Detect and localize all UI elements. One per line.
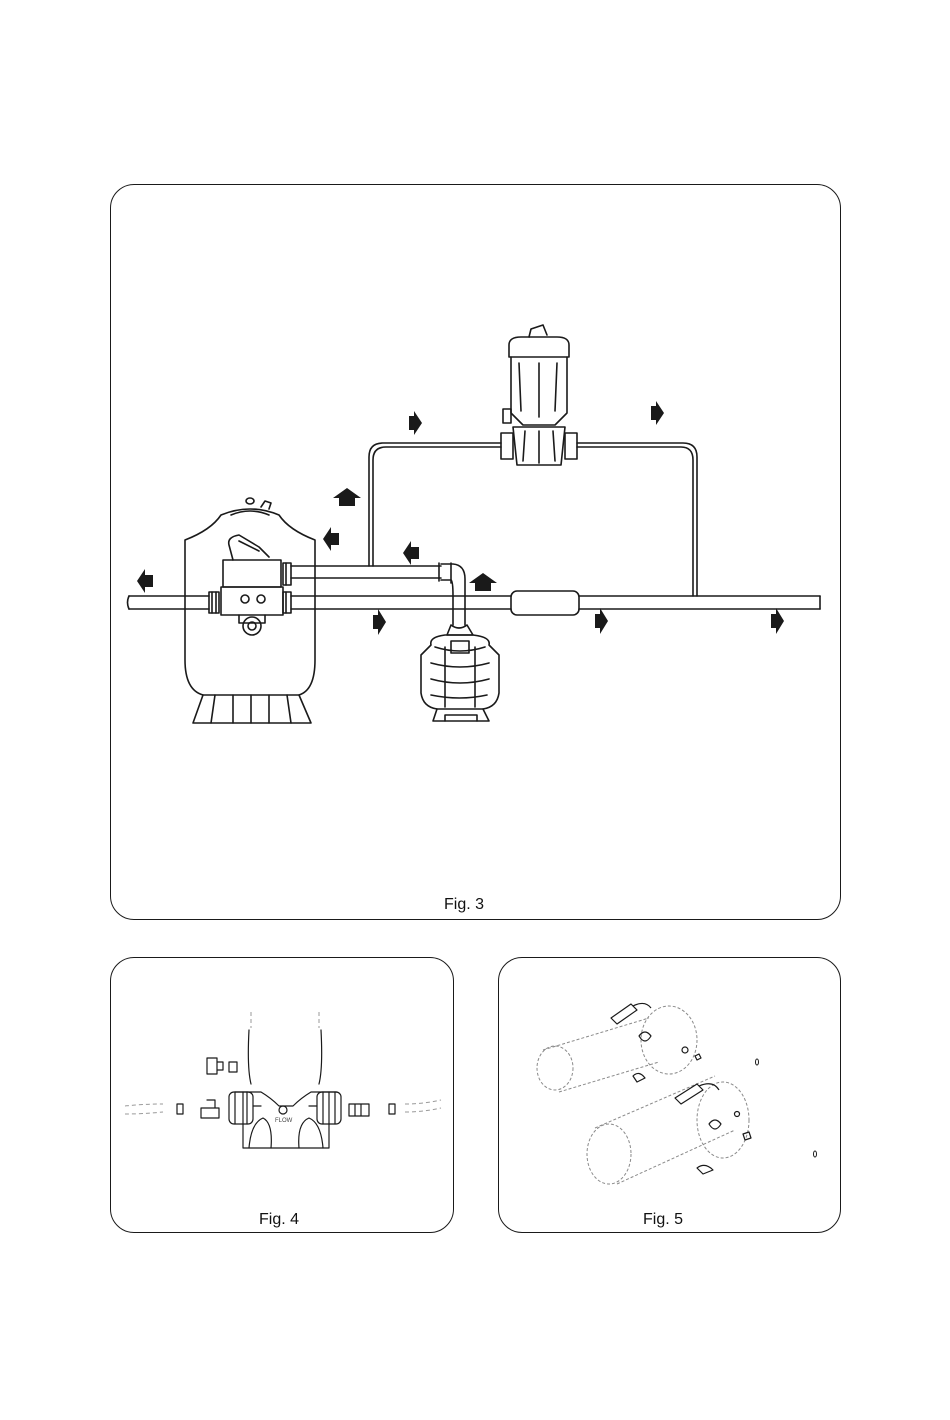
arrow-icon [323, 527, 339, 551]
sand-filter-tank [185, 498, 315, 723]
arrow-icon [137, 569, 153, 593]
in-line-heater [511, 591, 579, 615]
hose-clamps [611, 1003, 751, 1174]
figure-4-caption: Fig. 4 [259, 1211, 299, 1229]
arrow-icon [469, 573, 497, 591]
chlorinator-bypass-loop [369, 443, 697, 596]
figure-4-panel: FLOW Fig. 4 [110, 957, 454, 1233]
figure-3-caption: Fig. 3 [444, 896, 484, 914]
pool-pump [421, 625, 499, 721]
figure-4-drawing: FLOW [111, 958, 455, 1234]
flow-arrows [137, 401, 784, 635]
small-parts [756, 1059, 817, 1157]
arrow-icon [771, 608, 784, 634]
arrow-icon [373, 609, 386, 635]
figure-3-panel: Fig. 3 [110, 184, 841, 920]
arrow-icon [409, 411, 422, 435]
arrow-icon [595, 608, 608, 634]
figure-5-panel: Fig. 5 [498, 957, 841, 1233]
figure-5-drawing [499, 958, 842, 1234]
chlorinator [501, 325, 577, 465]
main-pipe [128, 596, 821, 609]
figure-5-caption: Fig. 5 [643, 1211, 683, 1229]
hose-lines [125, 1012, 441, 1114]
arrow-icon [403, 541, 419, 565]
figure-3-drawing [111, 185, 842, 921]
arrow-icon [651, 401, 664, 425]
arrow-icon [333, 488, 361, 506]
flow-label: FLOW [275, 1118, 293, 1124]
